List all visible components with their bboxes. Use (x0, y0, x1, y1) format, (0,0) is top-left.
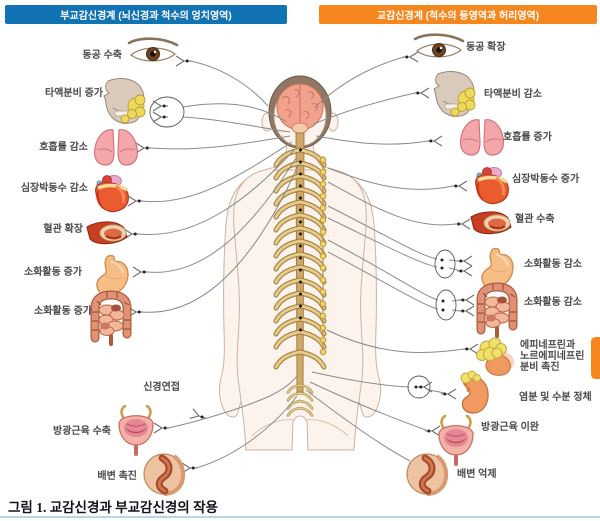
label-bladder-relaxation: 방광근육 이완 (481, 422, 539, 433)
eye-illustration-left (127, 37, 179, 63)
rectum-illustration-left (144, 454, 184, 494)
heart-illustration-right (473, 165, 511, 206)
spinal-cord-illustration (276, 132, 327, 417)
salivary-gland-illustration-right (433, 71, 476, 117)
eye-illustration-right (413, 33, 465, 59)
label-salt-water-retention: 염분 및 수분 정체 (519, 392, 592, 403)
label-digestion-increase-stomach: 소화활동 증가 (24, 267, 82, 278)
label-pupil-constriction: 동공 수축 (82, 50, 122, 61)
figure-caption: 그림 1. 교감신경과 부교감신경의 작용 (8, 500, 218, 515)
label-defecation-inhibition: 배변 억제 (457, 469, 497, 480)
blood-vessel-illustration-left (85, 220, 129, 245)
rectum-illustration-right (407, 454, 447, 494)
label-respiration-decrease: 호흡률 감소 (39, 142, 88, 153)
bladder-illustration-right (437, 414, 475, 466)
label-bladder-contraction: 방광근육 수축 (53, 426, 111, 437)
stomach-illustration-right (480, 247, 515, 290)
clipped-orange-element (591, 337, 600, 379)
label-heart-rate-increase: 심장박동수 증가 (512, 174, 580, 185)
blood-vessel-illustration-right (469, 210, 513, 235)
parasympathetic-banner: 부교감신경계 (뇌신경과 척수의 엉치영역) (5, 5, 287, 24)
synapse-detail-circles (149, 96, 457, 399)
intestines-illustration-left (92, 292, 130, 344)
salivary-gland-illustration-left (103, 78, 146, 124)
sympathetic-banner: 교감신경계 (척수의 등영역과 허리영역) (319, 5, 597, 24)
brain-illustration (276, 83, 324, 134)
label-synapse: 신경연접 (143, 382, 180, 393)
label-saliva-increase: 타액분비 증가 (45, 88, 103, 99)
bottom-divider (0, 516, 600, 518)
bladder-illustration-left (117, 404, 155, 456)
heart-illustration-left (93, 173, 131, 214)
label-digestion-decrease-intestine: 소화활동 감소 (524, 297, 582, 308)
synapse-dots (414, 258, 445, 389)
label-pupil-dilation: 동공 확장 (466, 42, 506, 53)
spinal-nerve-dots (299, 148, 302, 332)
label-saliva-decrease: 타액분비 감소 (484, 89, 542, 100)
label-respiration-increase: 호흡률 증가 (503, 132, 552, 143)
label-heart-rate-decrease: 심장박동수 감소 (20, 183, 88, 194)
label-vessel-constriction: 혈관 수축 (515, 214, 555, 225)
kidney-illustration-right (460, 370, 490, 414)
nerve-pathways (137, 56, 465, 469)
lungs-illustration-right (459, 119, 505, 156)
label-vessel-dilation: 혈관 확장 (43, 224, 83, 235)
adrenal-gland-illustration-right (476, 337, 515, 376)
label-digestion-decrease-stomach: 소화활동 감소 (524, 259, 582, 270)
intestines-illustration-right (478, 284, 516, 336)
label-digestion-increase-intestine: 소화활동 증가 (34, 306, 92, 317)
label-epinephrine-secretion: 에피네프린과 노르에피네프린 분비 촉진 (520, 340, 585, 373)
label-defecation-promotion: 배변 촉진 (97, 471, 137, 482)
stomach-illustration-left (95, 254, 130, 297)
ganglion-chain (319, 156, 327, 356)
lungs-illustration-left (93, 129, 139, 166)
